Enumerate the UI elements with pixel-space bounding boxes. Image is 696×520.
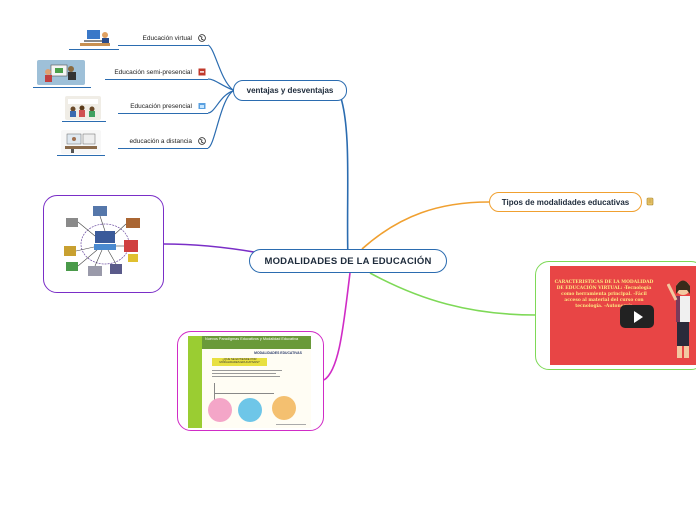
topic-ventajas-label: ventajas y desventajas [246, 86, 334, 95]
leaf-underline [118, 45, 208, 47]
leaf-underline [105, 79, 208, 81]
document-heading: MODALIDADES EDUCATIVAS [254, 351, 302, 355]
virtual-education-image [72, 27, 118, 49]
video-thumbnail: CARACTERISTICAS DE LA MODALIDAD DE EDUCA… [550, 266, 696, 365]
document-subheading: ¿QUE SE ENTIENDE POR MODALIDADES EDUCATI… [212, 357, 267, 366]
document-sidebar-strip [188, 336, 202, 428]
attachment-icon[interactable] [646, 197, 654, 206]
document-preview: Nuevos Paradigmas Educativos y Modalidad… [188, 336, 311, 428]
leaf-underline [118, 148, 208, 150]
topic-tipos-label: Tipos de modalidades educativas [501, 197, 630, 207]
document-image-node[interactable]: Nuevos Paradigmas Educativos y Modalidad… [177, 331, 324, 431]
leaf-underline [118, 113, 208, 115]
globe-icon[interactable] [198, 34, 206, 42]
video-node[interactable]: CARACTERISTICAS DE LA MODALIDAD DE EDUCA… [535, 261, 696, 370]
thumb-underline [57, 155, 105, 157]
pdf-icon[interactable] [198, 68, 206, 76]
play-button[interactable] [620, 305, 654, 328]
teacher-illustration [667, 280, 690, 358]
distance-education-image [61, 130, 101, 154]
document-title: Nuevos Paradigmas Educativos y Modalidad… [202, 336, 311, 349]
thumb-underline [33, 87, 91, 89]
leaf-educacion-presencial[interactable]: Educación presencial [130, 103, 192, 110]
central-topic[interactable]: MODALIDADES DE LA EDUCACIÓN [249, 249, 447, 273]
video-caption: CARACTERISTICAS DE LA MODALIDAD DE EDUCA… [554, 280, 654, 309]
leaf-educacion-a-distancia[interactable]: educación a distancia [129, 138, 192, 145]
topic-ventajas[interactable]: ventajas y desventajas [233, 80, 347, 101]
leaf-educacion-semi-presencial[interactable]: Educación semi-presencial [114, 69, 192, 76]
globe-icon[interactable] [198, 137, 206, 145]
semi-presencial-image [37, 60, 85, 85]
thumb-underline [62, 121, 106, 123]
leaf-educacion-virtual[interactable]: Educación virtual [142, 35, 193, 42]
topic-tipos[interactable]: Tipos de modalidades educativas [489, 192, 642, 212]
network-diagram-image [64, 206, 140, 276]
central-topic-label: MODALIDADES DE LA EDUCACIÓN [264, 255, 432, 267]
thumb-underline [69, 49, 119, 51]
image-icon[interactable] [198, 102, 206, 110]
presencial-image [65, 96, 101, 120]
network-diagram-node[interactable] [43, 195, 164, 293]
play-icon [634, 310, 643, 323]
